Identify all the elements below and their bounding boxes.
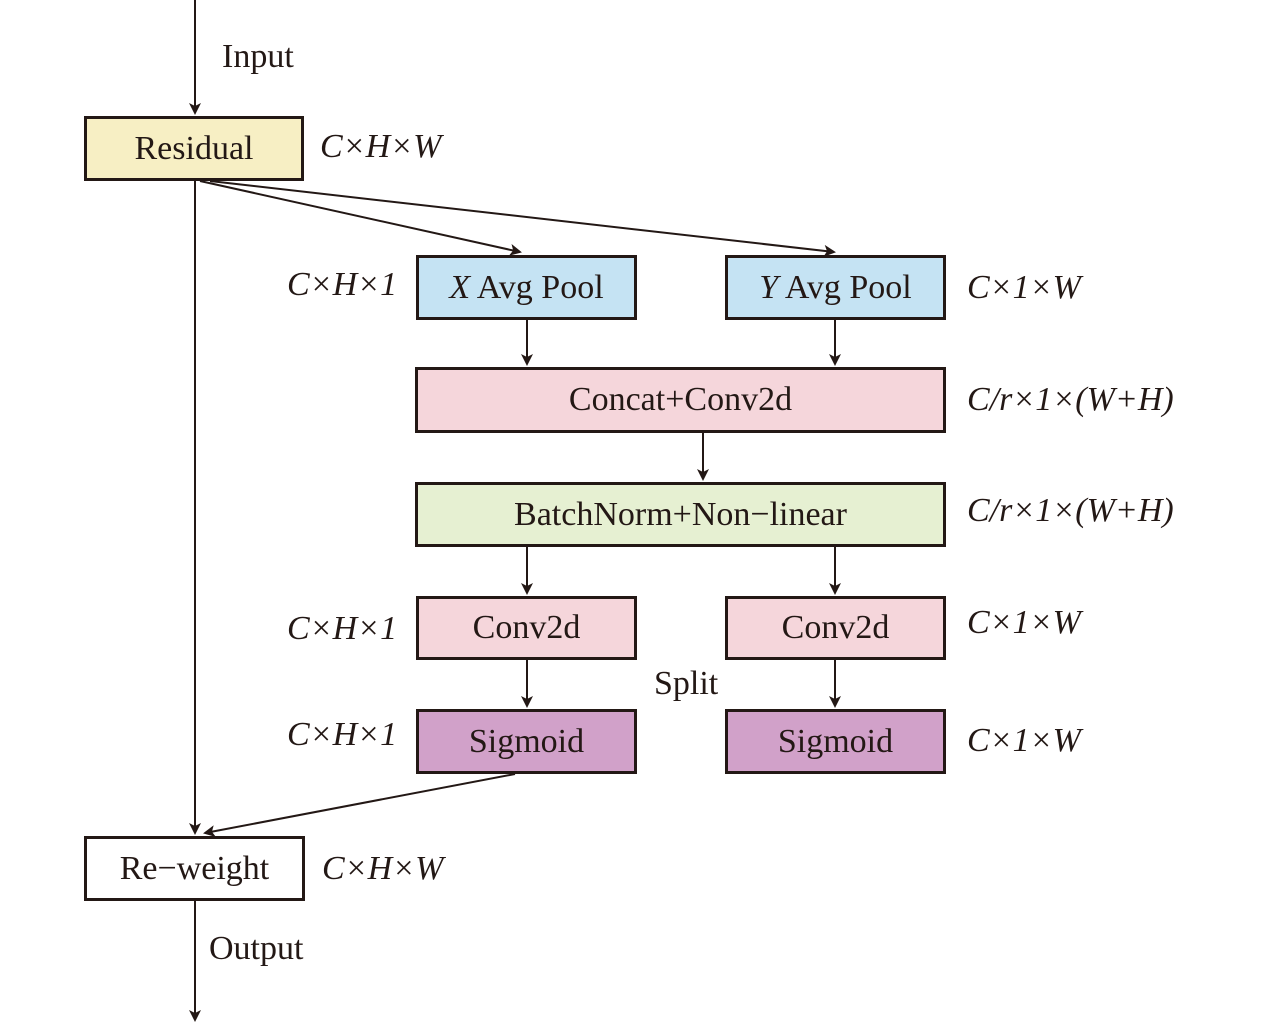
- sigmoid-left-dim-label: C×H×1: [287, 716, 398, 753]
- concat-dim-label: C/r×1×(W+H): [967, 381, 1174, 418]
- y-avg-pool-box: Y Avg Pool: [725, 255, 946, 320]
- batchnorm-dim-label: C/r×1×(W+H): [967, 492, 1174, 529]
- reweight-box: Re−weight: [84, 836, 305, 901]
- residual-dim-label: C×H×W: [320, 128, 442, 165]
- sigmoid-left-box: Sigmoid: [416, 709, 637, 774]
- reweight-label: Re−weight: [119, 849, 270, 887]
- y-avg-pool-label: Y Avg Pool: [759, 269, 911, 307]
- conv-right-label: Conv2d: [781, 609, 890, 646]
- x-avg-pool-label: X Avg Pool: [449, 269, 603, 307]
- conv-left-box: Conv2d: [416, 596, 637, 660]
- conv-right-dim-label: C×1×W: [967, 604, 1081, 641]
- concat-conv-label: Concat+Conv2d: [568, 381, 793, 418]
- conv-left-dim-label: C×H×1: [287, 610, 398, 647]
- reweight-dim-label: C×H×W: [322, 850, 444, 887]
- sigmoid-left-label: Sigmoid: [468, 722, 585, 760]
- conv-left-label: Conv2d: [472, 609, 581, 646]
- residual-box: Residual: [84, 116, 304, 181]
- batchnorm-label: BatchNorm+Non−linear: [514, 495, 847, 533]
- input-label: Input: [222, 38, 294, 75]
- y-variable: Y: [759, 268, 779, 306]
- concat-conv-box: Concat+Conv2d: [415, 367, 946, 433]
- y-avg-pool-text: Avg Pool: [778, 268, 912, 306]
- conv-right-box: Conv2d: [725, 596, 946, 660]
- x-variable: X: [449, 268, 471, 306]
- batchnorm-box: BatchNorm+Non−linear: [415, 482, 946, 547]
- x-avg-pool-text: Avg Pool: [470, 268, 604, 306]
- sigmoid-to-reweight-arrow: [203, 773, 516, 838]
- output-label: Output: [209, 930, 304, 967]
- residual-label: Residual: [134, 129, 254, 167]
- residual-to-xpool-arrow: [199, 180, 522, 256]
- split-label: Split: [654, 665, 719, 702]
- residual-to-ypool-arrow: [209, 180, 836, 257]
- sigmoid-right-box: Sigmoid: [725, 709, 946, 774]
- sigmoid-right-label: Sigmoid: [777, 722, 894, 760]
- sigmoid-right-dim-label: C×1×W: [967, 722, 1081, 759]
- x-pool-dim-label: C×H×1: [287, 266, 398, 303]
- y-pool-dim-label: C×1×W: [967, 269, 1081, 306]
- x-avg-pool-box: X Avg Pool: [416, 255, 637, 320]
